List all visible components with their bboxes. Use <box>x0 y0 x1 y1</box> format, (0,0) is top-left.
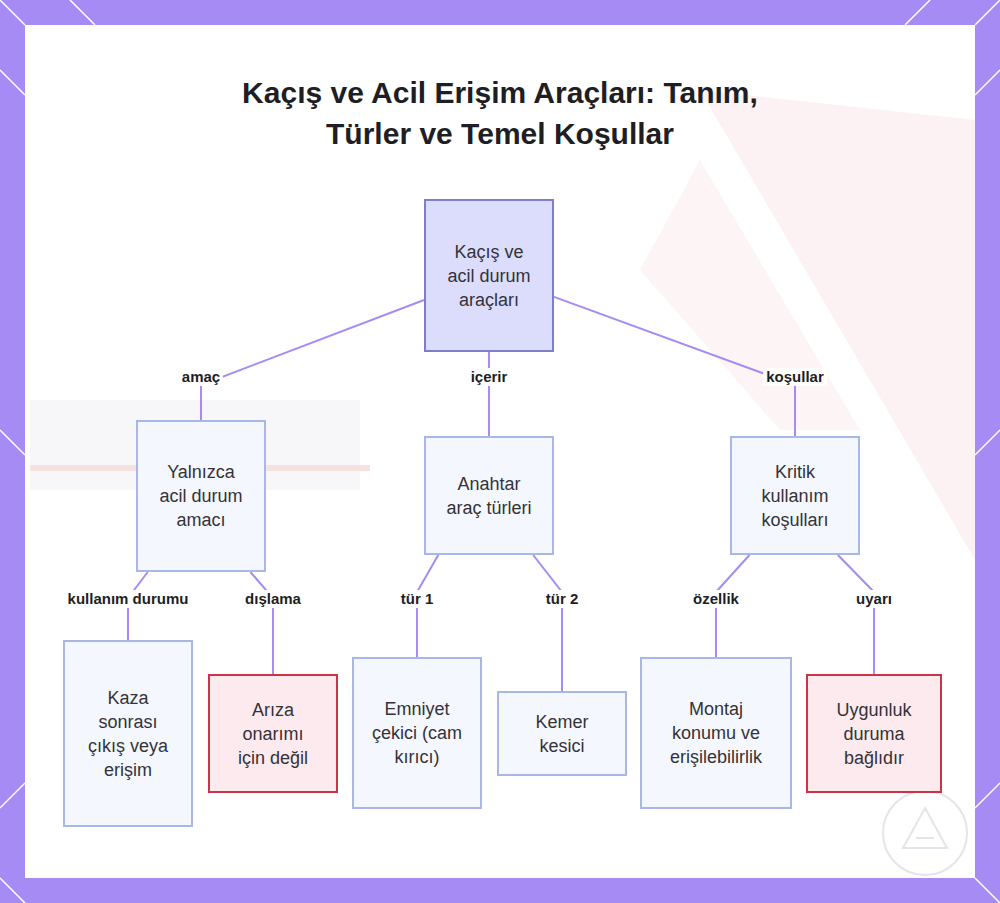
concept-box: Kritik kullanım koşulları <box>730 436 860 555</box>
connector-line <box>838 555 874 674</box>
connector-line <box>488 352 490 436</box>
node-text: Uygunluk duruma bağlıdır <box>808 698 940 770</box>
warning-box: Uygunluk duruma bağlıdır <box>806 674 942 793</box>
diagram-title: Kaçış ve Acil Erişim Araçları: Tanım, Tü… <box>235 72 765 154</box>
concept-box: Anahtar araç türleri <box>424 436 554 555</box>
edge-label: kullanım durumu <box>65 590 192 608</box>
node-text: Yalnızca acil durum amacı <box>138 460 264 532</box>
root-box: Kaçış ve acil durum araçları <box>424 199 554 352</box>
edge-label: uyarı <box>853 590 895 608</box>
connector-line <box>533 555 562 691</box>
logo-badge <box>883 791 967 875</box>
concept-box: Yalnızca acil durum amacı <box>136 420 266 572</box>
edge-label: koşullar <box>763 368 827 386</box>
concept-box: Kaza sonrası çıkış veya erişim <box>63 640 193 827</box>
node-text: Anahtar araç türleri <box>426 472 552 520</box>
edge-label: tür 2 <box>543 590 582 608</box>
node-text: Montaj konumu ve erişilebilirlik <box>642 697 790 769</box>
edge-label: özellik <box>690 590 742 608</box>
connector-line <box>250 572 273 674</box>
concept-box: Kemer kesici <box>497 691 627 776</box>
edge-label: amaç <box>179 368 223 386</box>
node-text: Kemer kesici <box>499 710 625 758</box>
node-text: Kaza sonrası çıkış veya erişim <box>65 686 191 782</box>
node-text: Kaçış ve acil durum araçları <box>426 240 552 312</box>
connector-line <box>554 297 795 436</box>
node-text: Arıza onarımı için değil <box>210 698 336 770</box>
node-text: Kritik kullanım koşulları <box>732 460 858 532</box>
faded-background-image <box>30 90 975 560</box>
edge-label: tür 1 <box>398 590 437 608</box>
white-panel <box>25 25 975 878</box>
concept-box: Emniyet çekici (cam kırıcı) <box>352 657 482 809</box>
connector-line <box>201 300 424 420</box>
edge-label: dışlama <box>242 590 304 608</box>
warning-box: Arıza onarımı için değil <box>208 674 338 793</box>
concept-box: Montaj konumu ve erişilebilirlik <box>640 657 792 809</box>
edge-label: içerir <box>468 368 511 386</box>
node-text: Emniyet çekici (cam kırıcı) <box>354 697 480 769</box>
